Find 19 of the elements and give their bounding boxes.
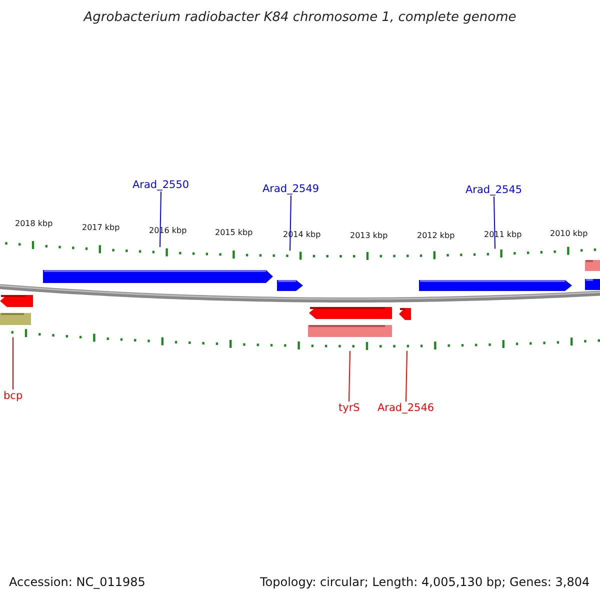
gene-label: bcp — [4, 390, 23, 401]
leader-line — [406, 350, 408, 402]
scale-label: 2017 kbp — [82, 224, 120, 232]
leader-line — [160, 191, 162, 248]
scale-ticks — [5, 241, 596, 260]
footer-text: Topology: circular; Length: 4,005,130 bp; Genes: 3,804 — [260, 576, 590, 588]
scale-label: 2018 kbp — [15, 220, 53, 228]
leader-line — [12, 336, 14, 390]
gene-label: Arad_2550 — [132, 180, 190, 190]
gene-label: Arad_2546 — [378, 402, 434, 413]
scale-ticks — [11, 329, 600, 350]
leader-line — [348, 350, 350, 402]
gene-label: Arad_2549 — [262, 184, 320, 194]
footer-text: Accession: NC_011985 — [9, 576, 146, 588]
leader-line — [290, 195, 292, 252]
chart-title: Agrobacterium radiobacter K84 chromosome 1, complete genome — [82, 11, 518, 24]
gene-label: tyrS — [338, 402, 360, 413]
gene-label: Arad_2545 — [466, 184, 522, 195]
leader-line — [494, 196, 496, 250]
